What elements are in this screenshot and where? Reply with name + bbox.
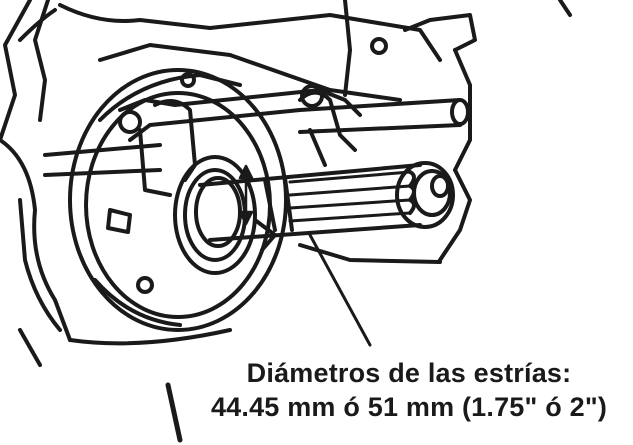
housing-lower-left [0, 138, 232, 367]
caption-title: Diámetros de las estrías: [246, 358, 572, 388]
shaft-end-bore [430, 174, 450, 198]
bracket-bolt-hole [370, 37, 388, 55]
housing-upper-right [208, 0, 477, 172]
splined-shaft [198, 161, 455, 242]
shift-fork [118, 84, 362, 197]
spline-diameter-caption: Diámetros de las estrías: 44.45 mm ó 51 … [190, 356, 628, 424]
flange-plate [68, 68, 288, 332]
flange-bolt-hole [136, 276, 154, 294]
leader-line [308, 233, 372, 347]
housing-lower-right [298, 0, 572, 264]
housing-upper-left [0, 0, 232, 142]
flange-bolt-hole [180, 72, 196, 88]
drawbar-edge [165, 382, 183, 443]
caption-dimensions: 44.45 mm ó 51 mm (1.75" ó 2") [210, 392, 608, 422]
dimension-arrow-icon [238, 164, 254, 226]
